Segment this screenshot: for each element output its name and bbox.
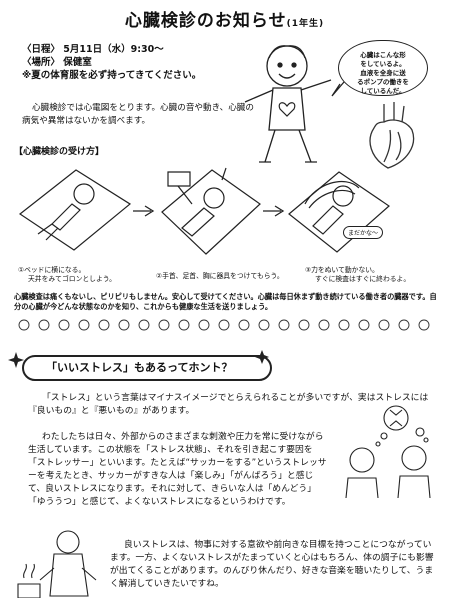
- sparkle-icon: [255, 350, 269, 364]
- schedule-info: 〈日程〉 5月11日（水）9:30〜 〈場所〉 保健室 ※夏の体育服を必ず持って…: [22, 43, 201, 82]
- step2-text: ②手首、足首、胸に器具をつけてもらう。: [156, 272, 284, 281]
- clothing-note: ※夏の体育服を必ず持ってきてください。: [22, 70, 202, 81]
- grade-label: (1年生): [286, 19, 325, 29]
- step3-label: ③力をぬいて動かない。: [305, 266, 379, 274]
- boy-illustration: [244, 45, 332, 163]
- arrow-right-icon: [263, 205, 285, 217]
- bubble-line: しているんだ。: [360, 87, 406, 95]
- step3-text: ③力をぬいて動かない。 すぐに検査はすぐに終わるよ。: [305, 266, 410, 284]
- sticker-label: まだかな〜: [343, 226, 384, 239]
- section2-paragraph-2: わたしたちは日々、外部からのさまざまな刺激や圧力を常に受けながら生活しています。…: [28, 432, 327, 507]
- exam-note: 心臓検査は痛くもないし、ピリピリもしません。安心して受けてください。心臓は毎日休…: [14, 292, 437, 311]
- step1-sub: 天井をみてゴロンとしよう。: [28, 275, 116, 283]
- section2-paragraph-3: 良いストレスは、物事に対する意欲や前向きな目標を持つことにつながっています。一方…: [110, 540, 434, 589]
- step3-illustration: [288, 171, 390, 253]
- bubble-line: るポンプの働きを: [357, 78, 409, 86]
- step1-label: ①ベッドに横になる。: [18, 266, 86, 274]
- bubble-line: 心臓はこんな形: [360, 51, 406, 59]
- step2-label: ②手首、足首、胸に器具をつけてもらう。: [156, 272, 284, 280]
- step1-illustration: [18, 169, 132, 251]
- title-text: 心臓検診のお知らせ: [124, 11, 287, 31]
- anatomical-heart-icon: [369, 102, 415, 169]
- intro-text: 心臓検診では心電図をとります。心臓の音や動き、心臓の病気や異常はないかを調べます…: [22, 103, 254, 126]
- heart-icon: [278, 102, 296, 117]
- people-thinking-illustration: [345, 405, 431, 499]
- place-line: 〈場所〉 保健室: [22, 57, 92, 68]
- sparkle-icon: [8, 352, 24, 368]
- step2-illustration: [161, 167, 261, 255]
- section2-title: 「いいストレス」もあるってホント？: [22, 355, 272, 381]
- page-title: 心臓検診のお知らせ(1年生): [0, 6, 449, 31]
- flow-title: 【心臓検診の受け方】: [14, 147, 105, 157]
- arrow-right-icon: [133, 205, 155, 217]
- flower-divider: [18, 319, 430, 331]
- bubble-line: 血液を全身に送: [360, 69, 406, 77]
- relaxing-person-illustration: [17, 530, 97, 598]
- section2-paragraph-1: 「ストレス」という言葉はマイナスイメージでとらえられることが多いですが、実はスト…: [28, 393, 429, 416]
- step3-sub: すぐに検査はすぐに終わるよ。: [315, 275, 411, 283]
- heart-speech-bubble: 心臓はこんな形 をしているよ。 血液を全身に送 るポンプの働きを しているんだ。: [338, 40, 428, 96]
- bubble-tail: [331, 81, 345, 97]
- bubble-line: をしているよ。: [360, 60, 406, 68]
- date-line: 〈日程〉 5月11日（水）9:30〜: [22, 44, 164, 55]
- step1-text: ①ベッドに横になる。 天井をみてゴロンとしよう。: [18, 266, 116, 284]
